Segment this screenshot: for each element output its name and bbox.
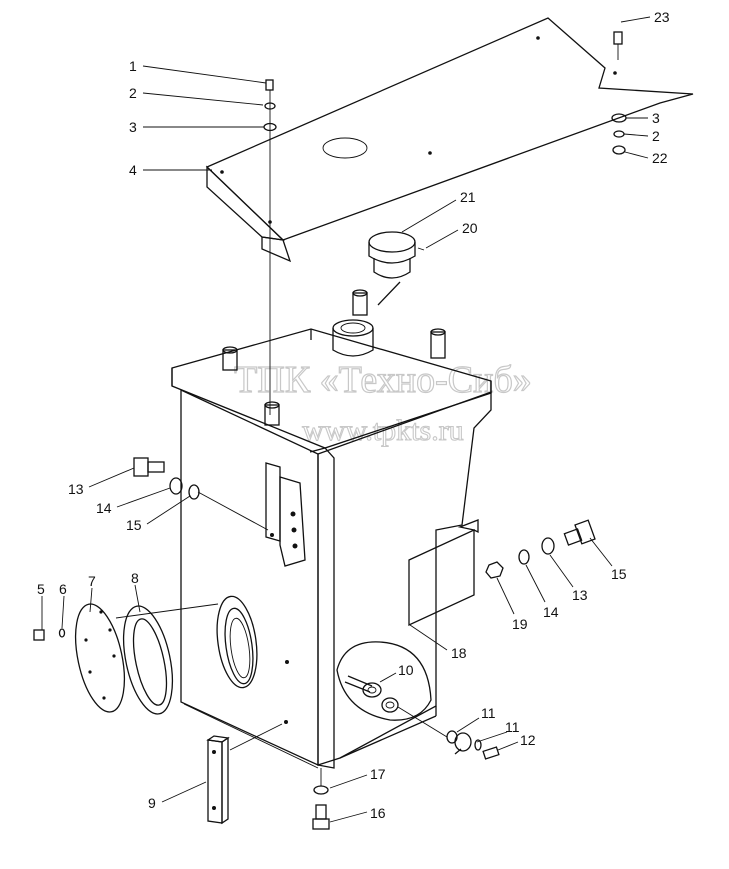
callout-2-left: 2 xyxy=(129,85,137,101)
filler-cap xyxy=(368,231,425,306)
callout-17: 17 xyxy=(370,766,386,782)
tank-body xyxy=(171,289,492,769)
callout-9: 9 xyxy=(148,795,156,811)
top-cover-plate xyxy=(205,17,694,263)
callout-12: 12 xyxy=(520,732,536,748)
callout-3-left: 3 xyxy=(129,119,137,135)
callout-22: 22 xyxy=(652,150,668,166)
callout-11-lower: 11 xyxy=(505,719,520,735)
callout-5: 5 xyxy=(37,581,45,597)
bottom-bolt xyxy=(312,768,330,830)
drain-fittings xyxy=(397,706,500,760)
right-bolt-group xyxy=(485,519,596,579)
callout-4: 4 xyxy=(129,162,137,178)
bolt-stack-left xyxy=(263,79,277,415)
callout-18: 18 xyxy=(451,645,467,661)
callout-3-right: 3 xyxy=(652,110,660,126)
callout-14-right: 14 xyxy=(543,604,559,620)
callout-11-upper: 11 xyxy=(481,705,496,721)
callout-23: 23 xyxy=(654,9,670,25)
callout-6: 6 xyxy=(59,581,67,597)
callout-21: 21 xyxy=(460,189,476,205)
callout-1: 1 xyxy=(129,58,137,74)
callout-14-left: 14 xyxy=(96,500,112,516)
callout-2-right: 2 xyxy=(652,128,660,144)
callout-16: 16 xyxy=(370,805,386,821)
callouts: 1 2 3 4 23 3 2 22 21 20 13 14 15 5 6 7 8… xyxy=(37,9,670,821)
callout-15-left: 15 xyxy=(126,517,142,533)
callout-13-left: 13 xyxy=(68,481,84,497)
callout-19: 19 xyxy=(512,616,528,632)
callout-13-right: 13 xyxy=(572,587,588,603)
bolt-stack-right xyxy=(611,31,627,155)
callout-8: 8 xyxy=(131,570,139,586)
left-bolt-group xyxy=(133,457,200,500)
spacer-bar xyxy=(206,723,283,825)
callout-7: 7 xyxy=(88,573,96,589)
callout-10: 10 xyxy=(398,662,414,678)
cover-plates xyxy=(33,603,219,715)
callout-20: 20 xyxy=(462,220,478,236)
leader-lines xyxy=(41,16,651,823)
callout-15-right: 15 xyxy=(611,566,627,582)
